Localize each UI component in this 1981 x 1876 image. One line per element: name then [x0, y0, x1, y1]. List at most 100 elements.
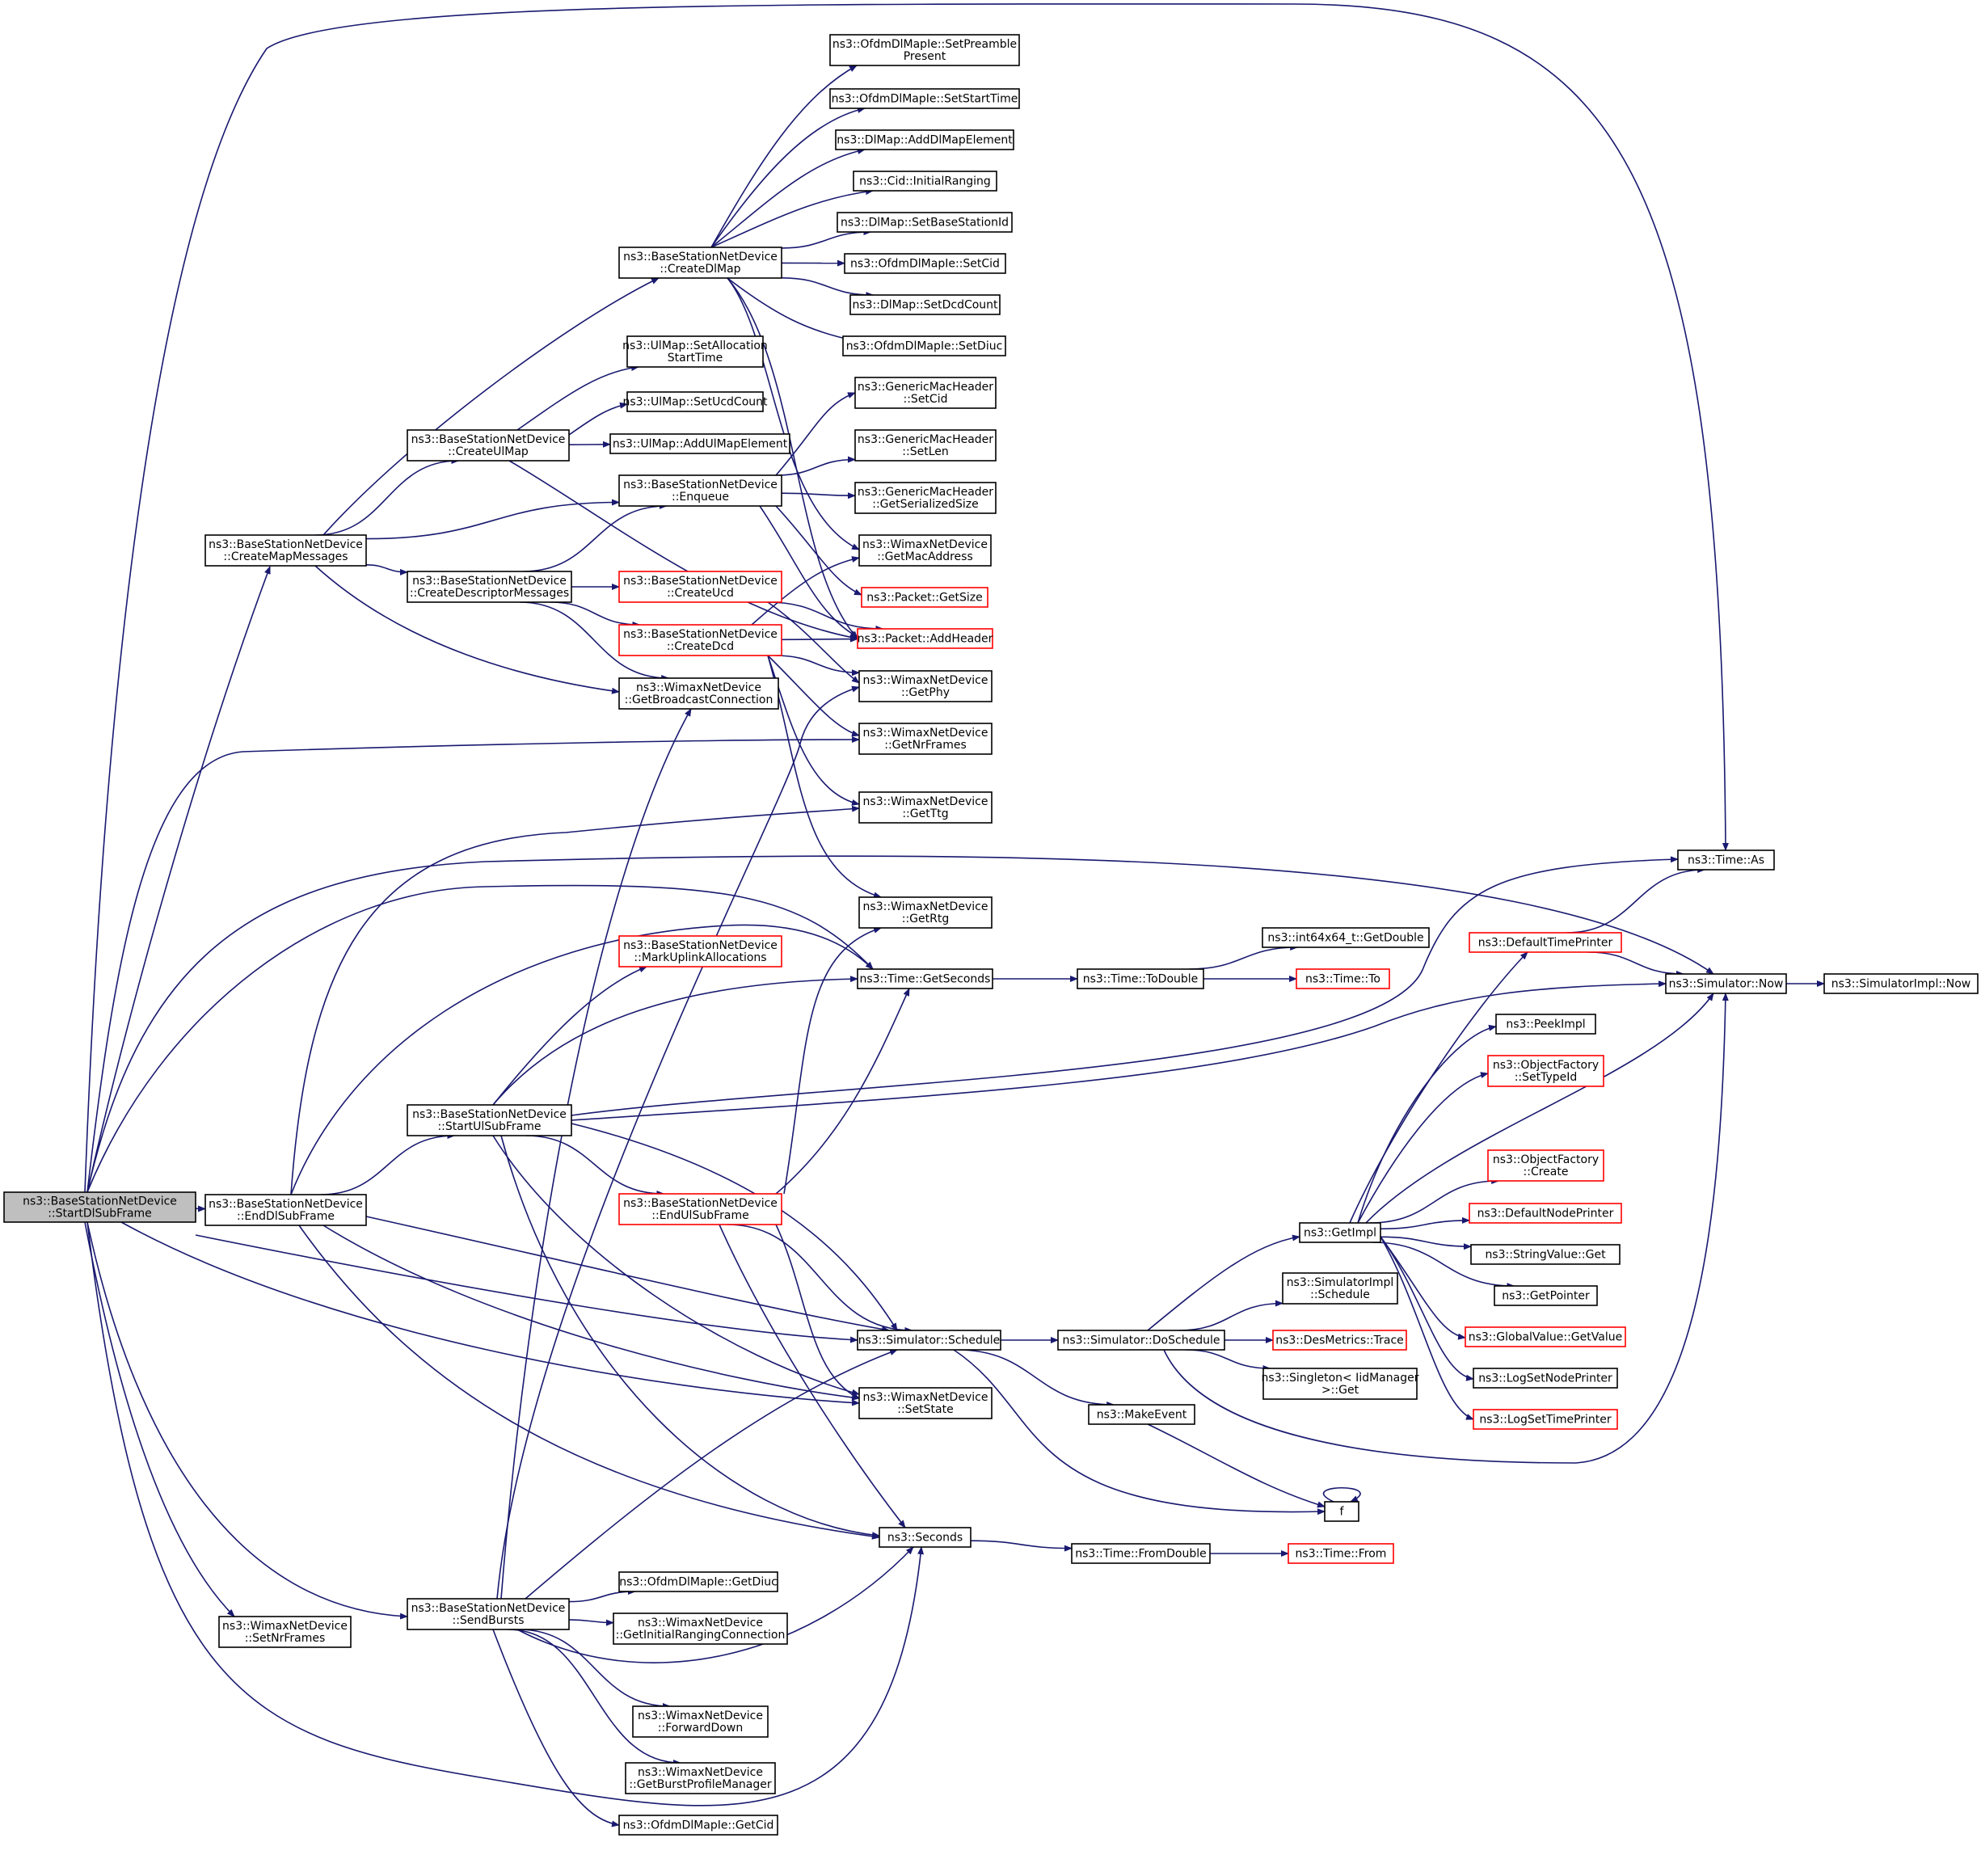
edge-path — [1349, 951, 1528, 1224]
node-label: ns3::GenericMacHeader — [858, 486, 993, 499]
node-simImplNow[interactable]: ns3::SimulatorImpl::Now — [1823, 973, 1979, 994]
node-createDescriptorMessages[interactable]: ns3::BaseStationNetDevice::CreateDescrip… — [407, 571, 572, 603]
node-createUcd[interactable]: ns3::BaseStationNetDevice::CreateUcd — [618, 571, 782, 603]
node-createUlMap[interactable]: ns3::BaseStationNetDevice::CreateUlMap — [407, 429, 570, 462]
node-root[interactable]: ns3::BaseStationNetDevice::StartDlSubFra… — [3, 1191, 196, 1223]
node-simImplSchedule[interactable]: ns3::SimulatorImpl::Schedule — [1282, 1272, 1398, 1305]
node-endUlSubFrame[interactable]: ns3::BaseStationNetDevice::EndUlSubFrame — [618, 1193, 782, 1225]
node-makeEvent[interactable]: ns3::MakeEvent — [1088, 1404, 1195, 1425]
node-ofdmGetCid[interactable]: ns3::OfdmDlMapIe::GetCid — [618, 1815, 778, 1836]
node-globalValueGetValue[interactable]: ns3::GlobalValue::GetValue — [1465, 1326, 1626, 1347]
node-desMetricsTrace[interactable]: ns3::DesMetrics::Trace — [1272, 1330, 1407, 1351]
node-int64GetDouble[interactable]: ns3::int64x64_t::GetDouble — [1262, 927, 1430, 948]
node-timeGetSeconds[interactable]: ns3::Time::GetSeconds — [857, 968, 993, 989]
node-forwardDown[interactable]: ns3::WimaxNetDevice::ForwardDown — [632, 1705, 769, 1738]
node-ulAddUlMapElement[interactable]: ns3::UlMap::AddUlMapElement — [609, 433, 790, 454]
node-simDoSchedule[interactable]: ns3::Simulator::DoSchedule — [1057, 1330, 1225, 1351]
edge-path — [1188, 944, 1299, 970]
node-ofdmSetStartTime[interactable]: ns3::OfdmDlMapIe::SetStartTime — [829, 88, 1020, 109]
node-logSetTimePrinter[interactable]: ns3::LogSetTimePrinter — [1473, 1409, 1618, 1430]
node-box — [632, 1705, 769, 1738]
edge-path — [1147, 1234, 1300, 1331]
node-enqueue[interactable]: ns3::BaseStationNetDevice::Enqueue — [618, 474, 782, 507]
node-ofdmGetDiuc[interactable]: ns3::OfdmDlMapIe::GetDiuc — [618, 1571, 778, 1592]
node-sendBursts[interactable]: ns3::BaseStationNetDevice::SendBursts — [407, 1598, 570, 1630]
node-gmhSetCid[interactable]: ns3::GenericMacHeader::SetCid — [854, 377, 997, 409]
node-getRtg[interactable]: ns3::WimaxNetDevice::GetRtg — [858, 896, 993, 929]
node-label: ns3::UlMap::SetAllocation — [622, 339, 768, 352]
edge-createDlMap-to-dlSetDcdCount — [781, 277, 875, 298]
node-box — [1077, 968, 1204, 989]
edge-root-to-timeAs — [84, 3, 1729, 1193]
node-logSetNodePrinter[interactable]: ns3::LogSetNodePrinter — [1473, 1368, 1618, 1389]
edge-enqueue-to-packetGetSize — [775, 505, 862, 596]
node-label: ::GetTtg — [902, 807, 948, 820]
node-timeFromDouble[interactable]: ns3::Time::FromDouble — [1071, 1543, 1211, 1564]
node-singletonGet[interactable]: ns3::Singleton< IidManager >::Get — [1262, 1368, 1419, 1400]
node-label: ::CreateDescriptorMessages — [410, 587, 569, 600]
node-label: ::GetPhy — [901, 686, 950, 699]
node-label: ns3::Packet::AddHeader — [858, 633, 993, 646]
node-timeToDouble[interactable]: ns3::Time::ToDouble — [1077, 968, 1204, 989]
edge-getImpl-to-stringValueGet — [1380, 1236, 1472, 1250]
node-label: ns3::WimaxNetDevice — [863, 1391, 988, 1404]
node-createDlMap[interactable]: ns3::BaseStationNetDevice::CreateDlMap — [618, 247, 782, 279]
node-label: ns3::LogSetNodePrinter — [1478, 1372, 1612, 1385]
node-ofdmSetDiuc[interactable]: ns3::OfdmDlMapIe::SetDiuc — [842, 335, 1006, 356]
node-timeTo[interactable]: ns3::Time::To — [1296, 968, 1390, 989]
node-label: ::StartUlSubFrame — [437, 1120, 541, 1133]
node-box — [407, 429, 570, 462]
node-label: ns3::DesMetrics::Trace — [1275, 1334, 1404, 1347]
node-peekImpl[interactable]: ns3::PeekImpl — [1495, 1014, 1596, 1035]
node-packetAddHeader[interactable]: ns3::Packet::AddHeader — [857, 628, 993, 649]
node-timeAs[interactable]: ns3::Time::As — [1677, 849, 1775, 871]
node-ofSetTypeId[interactable]: ns3::ObjectFactory::SetTypeId — [1487, 1055, 1604, 1087]
node-seconds[interactable]: ns3::Seconds — [879, 1527, 972, 1548]
node-getMacAddress[interactable]: ns3::WimaxNetDevice::GetMacAddress — [858, 534, 992, 567]
node-label: ns3::OfdmDlMapIe::SetStartTime — [832, 93, 1018, 106]
node-stringValueGet[interactable]: ns3::StringValue::Get — [1470, 1244, 1621, 1265]
node-getBurstProfileManager[interactable]: ns3::WimaxNetDevice::GetBurstProfileMana… — [625, 1762, 776, 1794]
node-ofCreate[interactable]: ns3::ObjectFactory::Create — [1487, 1149, 1604, 1182]
edge-path — [525, 1349, 898, 1600]
node-getNrFrames[interactable]: ns3::WimaxNetDevice::GetNrFrames — [858, 723, 993, 755]
edge-path — [315, 457, 460, 536]
node-dlSetDcdCount[interactable]: ns3::DlMap::SetDcdCount — [849, 294, 1001, 315]
edge-path — [1147, 1423, 1326, 1508]
node-timeFrom[interactable]: ns3::Time::From — [1288, 1543, 1394, 1564]
node-getPointer[interactable]: ns3::GetPointer — [1494, 1285, 1598, 1306]
node-simNow[interactable]: ns3::Simulator::Now — [1665, 973, 1787, 994]
node-defaultTimePrinter[interactable]: ns3::DefaultTimePrinter — [1469, 932, 1622, 953]
node-dlSetBaseStationId[interactable]: ns3::DlMap::SetBaseStationId — [837, 212, 1013, 233]
node-getInitialRangingConnection[interactable]: ns3::WimaxNetDevice::GetInitialRangingCo… — [613, 1613, 788, 1645]
node-gmhGetSerializedSize[interactable]: ns3::GenericMacHeader::GetSerializedSize — [854, 482, 997, 514]
edge-path — [518, 1629, 671, 1709]
node-ofdmSetCid[interactable]: ns3::OfdmDlMapIe::SetCid — [844, 253, 1006, 274]
node-getImpl[interactable]: ns3::GetImpl — [1299, 1222, 1381, 1243]
node-createDcd[interactable]: ns3::BaseStationNetDevice::CreateDcd — [618, 624, 782, 656]
node-defaultNodePrinter[interactable]: ns3::DefaultNodePrinter — [1469, 1203, 1622, 1224]
node-getBroadcastConnection[interactable]: ns3::WimaxNetDevice::GetBroadcastConnect… — [618, 677, 779, 710]
node-simSchedule[interactable]: ns3::Simulator::Schedule — [857, 1330, 1001, 1351]
edge-enqueue-to-gmhGetSerializedSize — [781, 492, 856, 500]
node-f[interactable]: f — [1324, 1501, 1359, 1522]
node-dlAddDlMapElement[interactable]: ns3::DlMap::AddDlMapElement — [835, 129, 1014, 150]
node-setNrFramesW[interactable]: ns3::WimaxNetDevice::SetNrFrames — [218, 1616, 352, 1648]
node-label: ns3::BaseStationNetDevice — [623, 628, 778, 641]
node-gmhSetLen[interactable]: ns3::GenericMacHeader::SetLen — [854, 429, 997, 462]
edge-timeToDouble-to-int64GetDouble — [1188, 944, 1299, 970]
edge-path — [568, 1619, 614, 1626]
node-setState[interactable]: ns3::WimaxNetDevice::SetState — [858, 1387, 993, 1419]
node-ulSetUcdCount[interactable]: ns3::UlMap::SetUcdCount — [622, 391, 768, 412]
node-packetGetSize[interactable]: ns3::Packet::GetSize — [861, 587, 988, 608]
node-startUlSubFrame[interactable]: ns3::BaseStationNetDevice::StartUlSubFra… — [407, 1104, 572, 1136]
node-endDlSubFrame[interactable]: ns3::BaseStationNetDevice::EndDlSubFrame — [204, 1194, 367, 1226]
node-markUplinkAllocations[interactable]: ns3::BaseStationNetDevice::MarkUplinkAll… — [618, 935, 782, 968]
node-createMapMessages[interactable]: ns3::BaseStationNetDevice::CreateMapMess… — [204, 534, 367, 567]
node-getTtg[interactable]: ns3::WimaxNetDevice::GetTtg — [858, 791, 993, 824]
node-getPhy[interactable]: ns3::WimaxNetDevice::GetPhy — [858, 670, 993, 702]
edge-endUlSubFrame-to-setState — [775, 1224, 860, 1399]
node-cidInitialRanging[interactable]: ns3::Cid::InitialRanging — [853, 171, 997, 192]
